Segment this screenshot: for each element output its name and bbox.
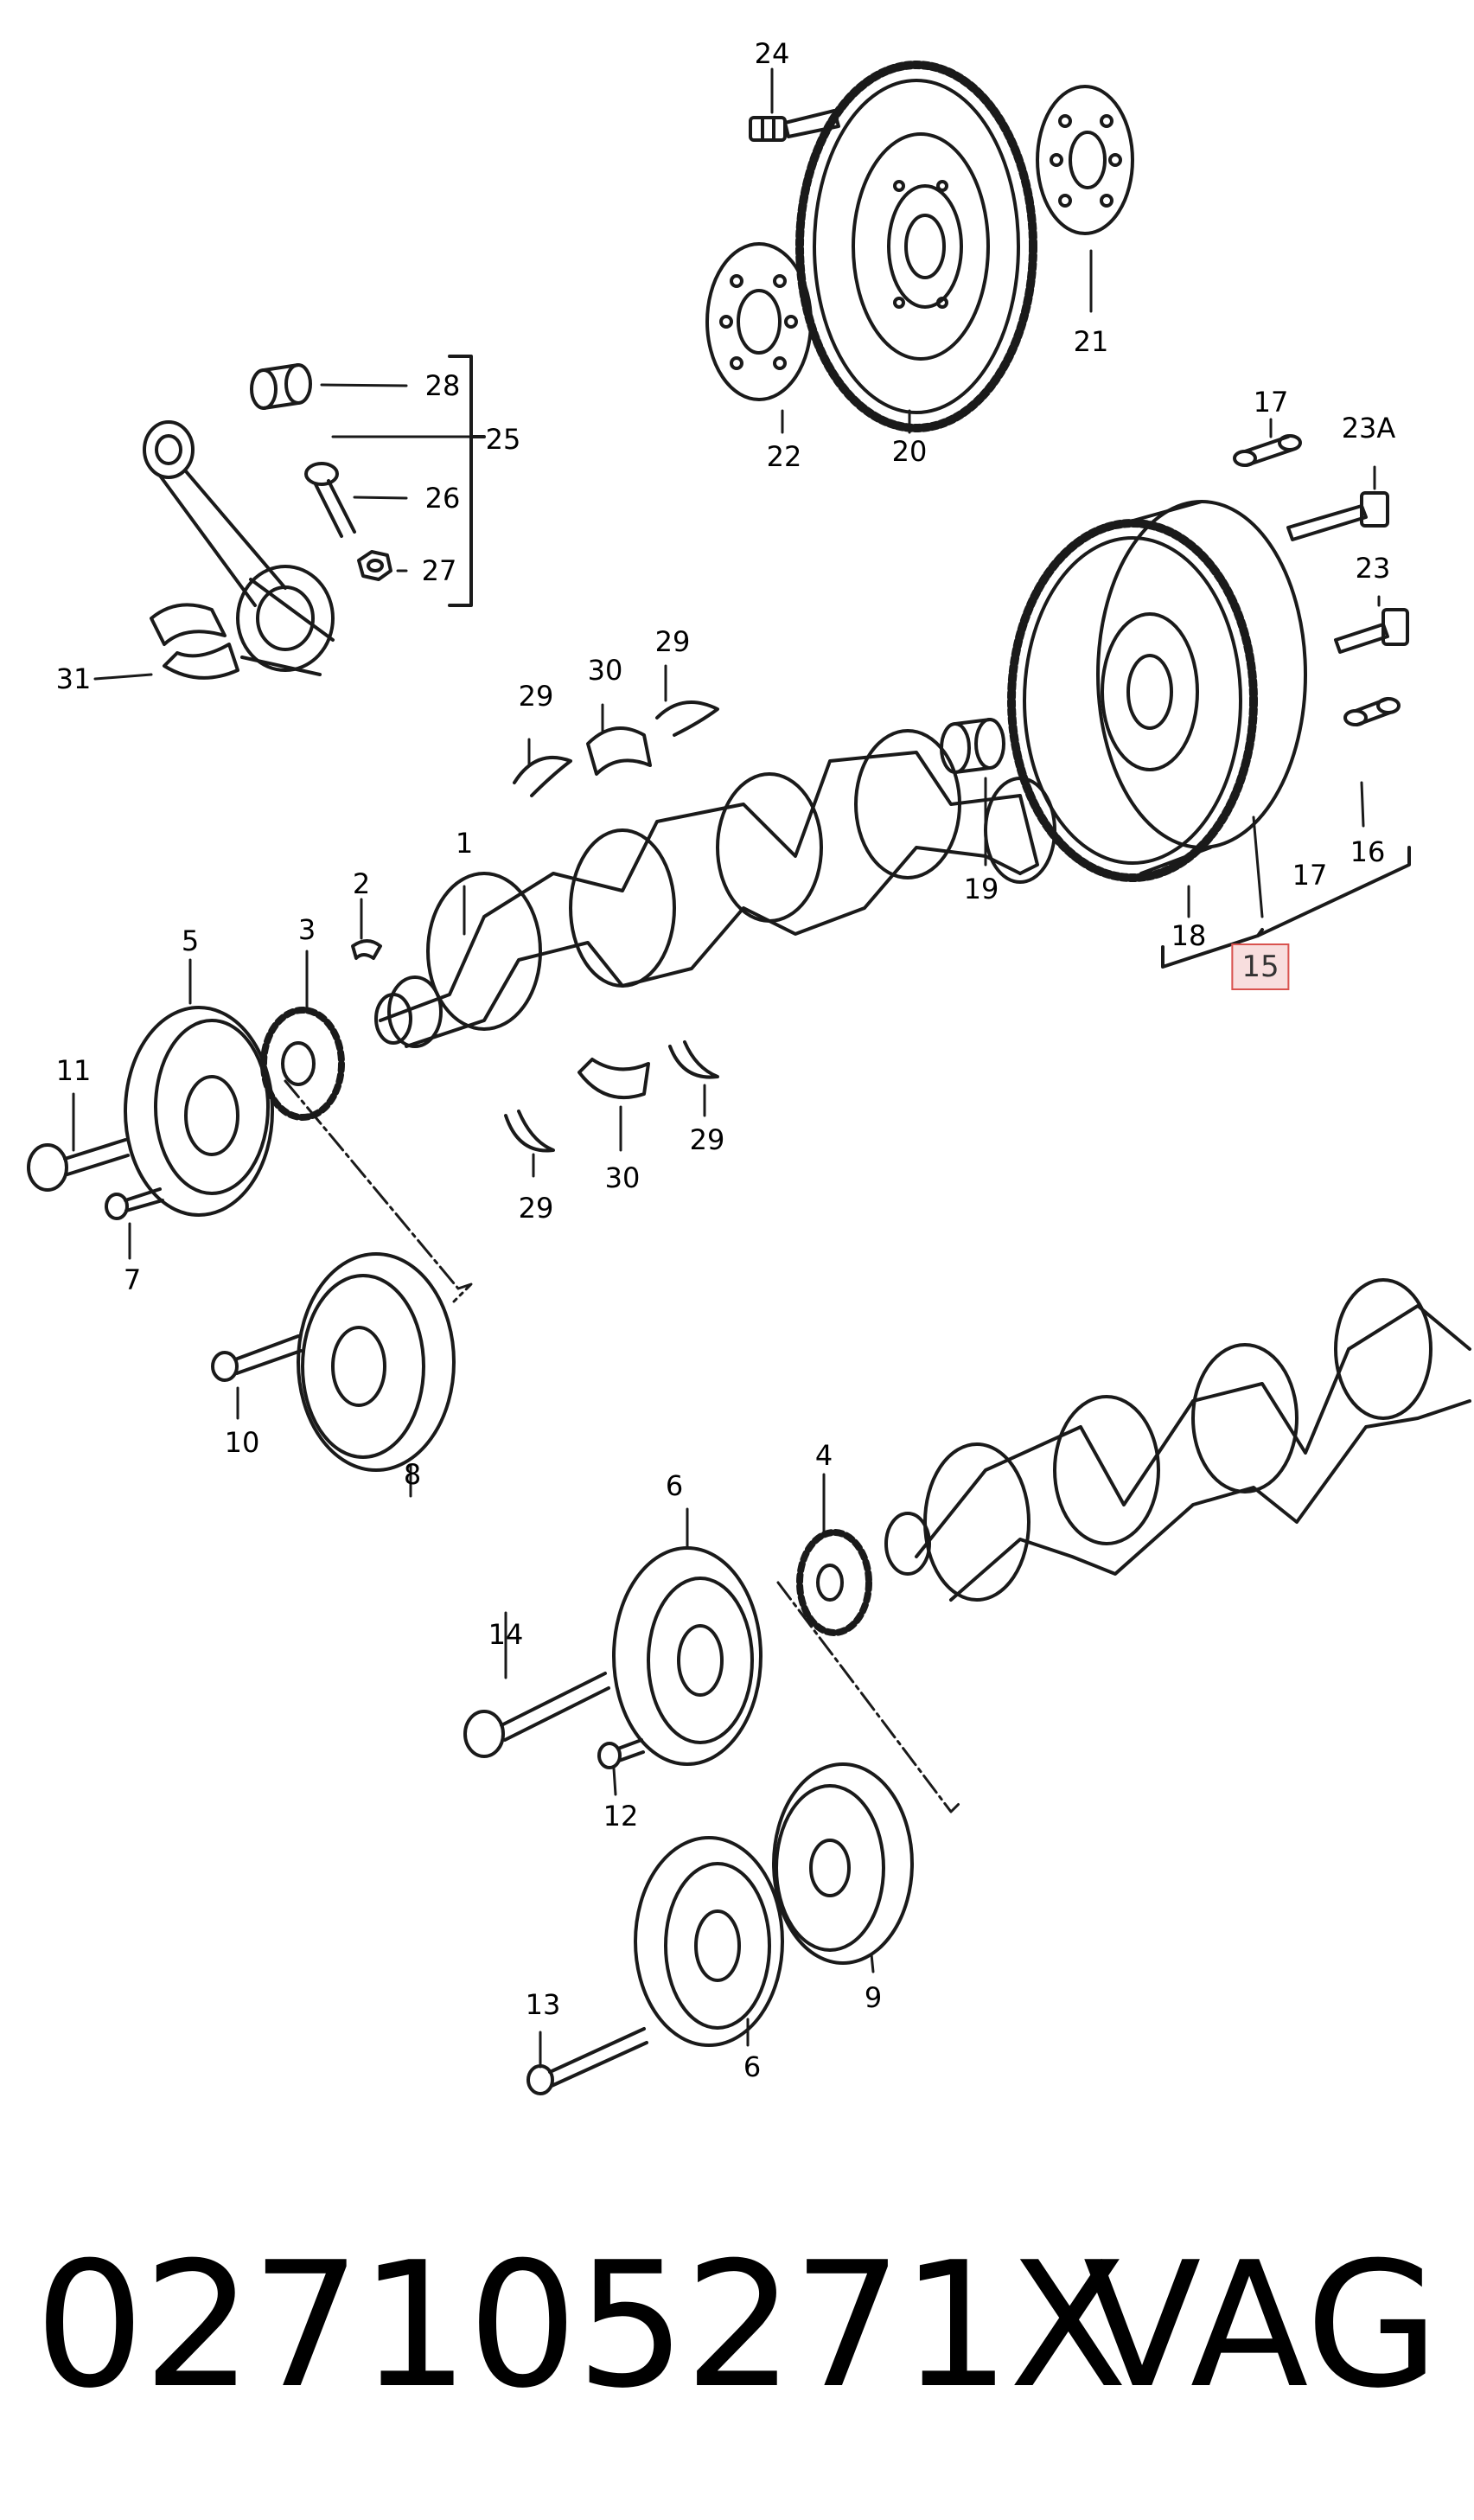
part-number: 027105271X [35,2225,1127,2427]
crankshaft-main [374,729,1056,1048]
thrust-washer-29a [513,755,572,797]
rod-bolt-26 [304,462,356,538]
sprocket-3 [260,1007,345,1121]
part-label-2: 2 [352,867,371,900]
part-label-22: 22 [766,440,802,473]
flywheel-bolt-23 [1334,608,1409,654]
pulley-6-upper [612,1546,763,1766]
part-label-30-a: 30 [587,654,623,687]
pulley-5 [124,1006,274,1217]
part-label-25: 25 [485,423,521,456]
part-label-16: 16 [1350,835,1386,868]
part-label-17-b: 17 [1292,859,1328,892]
pulley-6-lower [634,1836,784,2047]
assembly-line-lower [776,1581,961,1813]
rod-nut-27 [357,550,392,581]
part-label-4: 4 [814,1439,833,1472]
part-label-5: 5 [181,924,200,957]
main-bearing-shell-30b [577,1058,650,1100]
pulley-8 [297,1252,456,1472]
brand-name: VAG [1082,2225,1439,2427]
bolt-12 [597,1738,645,1769]
part-label-19: 19 [963,873,999,905]
connecting-rod [143,420,335,676]
dowel-pin-17 [1233,434,1302,467]
dowel-pin-16 [1343,697,1401,726]
part-label-12: 12 [603,1800,639,1832]
part-label-7: 7 [123,1263,142,1296]
part-label-10: 10 [224,1426,260,1459]
pulley-bolt-14 [463,1672,610,1758]
pulley-bolt-13 [526,2027,648,2095]
part-label-15-highlighted[interactable]: 15 [1231,943,1290,990]
part-label-29-d: 29 [689,1123,725,1156]
part-label-23: 23 [1355,552,1391,585]
bolt-7 [105,1187,164,1220]
exploded-parts-diagram: 24 21 22 20 28 25 26 27 31 29 30 29 1 2 … [27,37,1471,2095]
part-label-23a: 23A [1341,412,1396,445]
main-bearing-shell-30a [586,726,652,776]
part-label-24: 24 [754,37,790,70]
part-number-footer: 027105271X VAG [0,2179,1474,2473]
part-label-27: 27 [421,554,457,587]
rod-bearing-shells-31 [150,603,239,680]
sprocket-4 [796,1529,872,1636]
bolt-10 [211,1334,303,1382]
assembly-line-upper [284,1079,473,1303]
part-label-29-b: 29 [654,625,691,658]
thrust-washer-29d [668,1040,719,1079]
part-label-6-a: 6 [665,1469,684,1502]
woodruff-key-2 [351,939,382,960]
diagram-drawing [27,61,1471,2095]
shim-plate-21 [1036,85,1134,235]
part-label-18: 18 [1171,919,1207,952]
pulley-9 [772,1762,914,1965]
part-label-29-a: 29 [518,680,554,713]
flywheel-18 [1007,500,1307,882]
thrust-washer-29b [655,700,719,737]
part-label-3: 3 [297,913,316,946]
part-label-20: 20 [891,435,928,468]
part-label-26: 26 [424,482,461,515]
part-label-17-a: 17 [1253,386,1289,419]
group-bracket-15 [1161,846,1411,969]
part-label-21: 21 [1073,325,1109,358]
flywheel-bolt-24 [749,109,840,142]
part-label-8: 8 [403,1458,422,1491]
part-label-13: 13 [525,1988,561,2021]
pulley-bolt-11 [27,1138,130,1192]
needle-bearing-19 [940,718,1005,774]
shim-plate-22 [705,242,813,401]
flywheel-bolt-23a [1286,491,1389,541]
part-label-9: 9 [864,1981,883,2014]
group-bracket-25 [448,355,486,607]
part-label-11: 11 [55,1054,92,1087]
part-label-1: 1 [455,827,474,860]
part-label-30-b: 30 [604,1161,641,1194]
part-label-31: 31 [55,662,92,695]
drive-plate-20 [795,61,1037,432]
part-label-6-b: 6 [743,2050,762,2083]
thrust-washer-29c [504,1110,555,1153]
part-label-29-c: 29 [518,1192,554,1225]
crankshaft-alternate [884,1278,1471,1602]
leader-lines [72,67,1381,2069]
part-label-28: 28 [424,369,461,402]
part-label-14: 14 [488,1618,524,1651]
bush-28 [250,363,312,410]
